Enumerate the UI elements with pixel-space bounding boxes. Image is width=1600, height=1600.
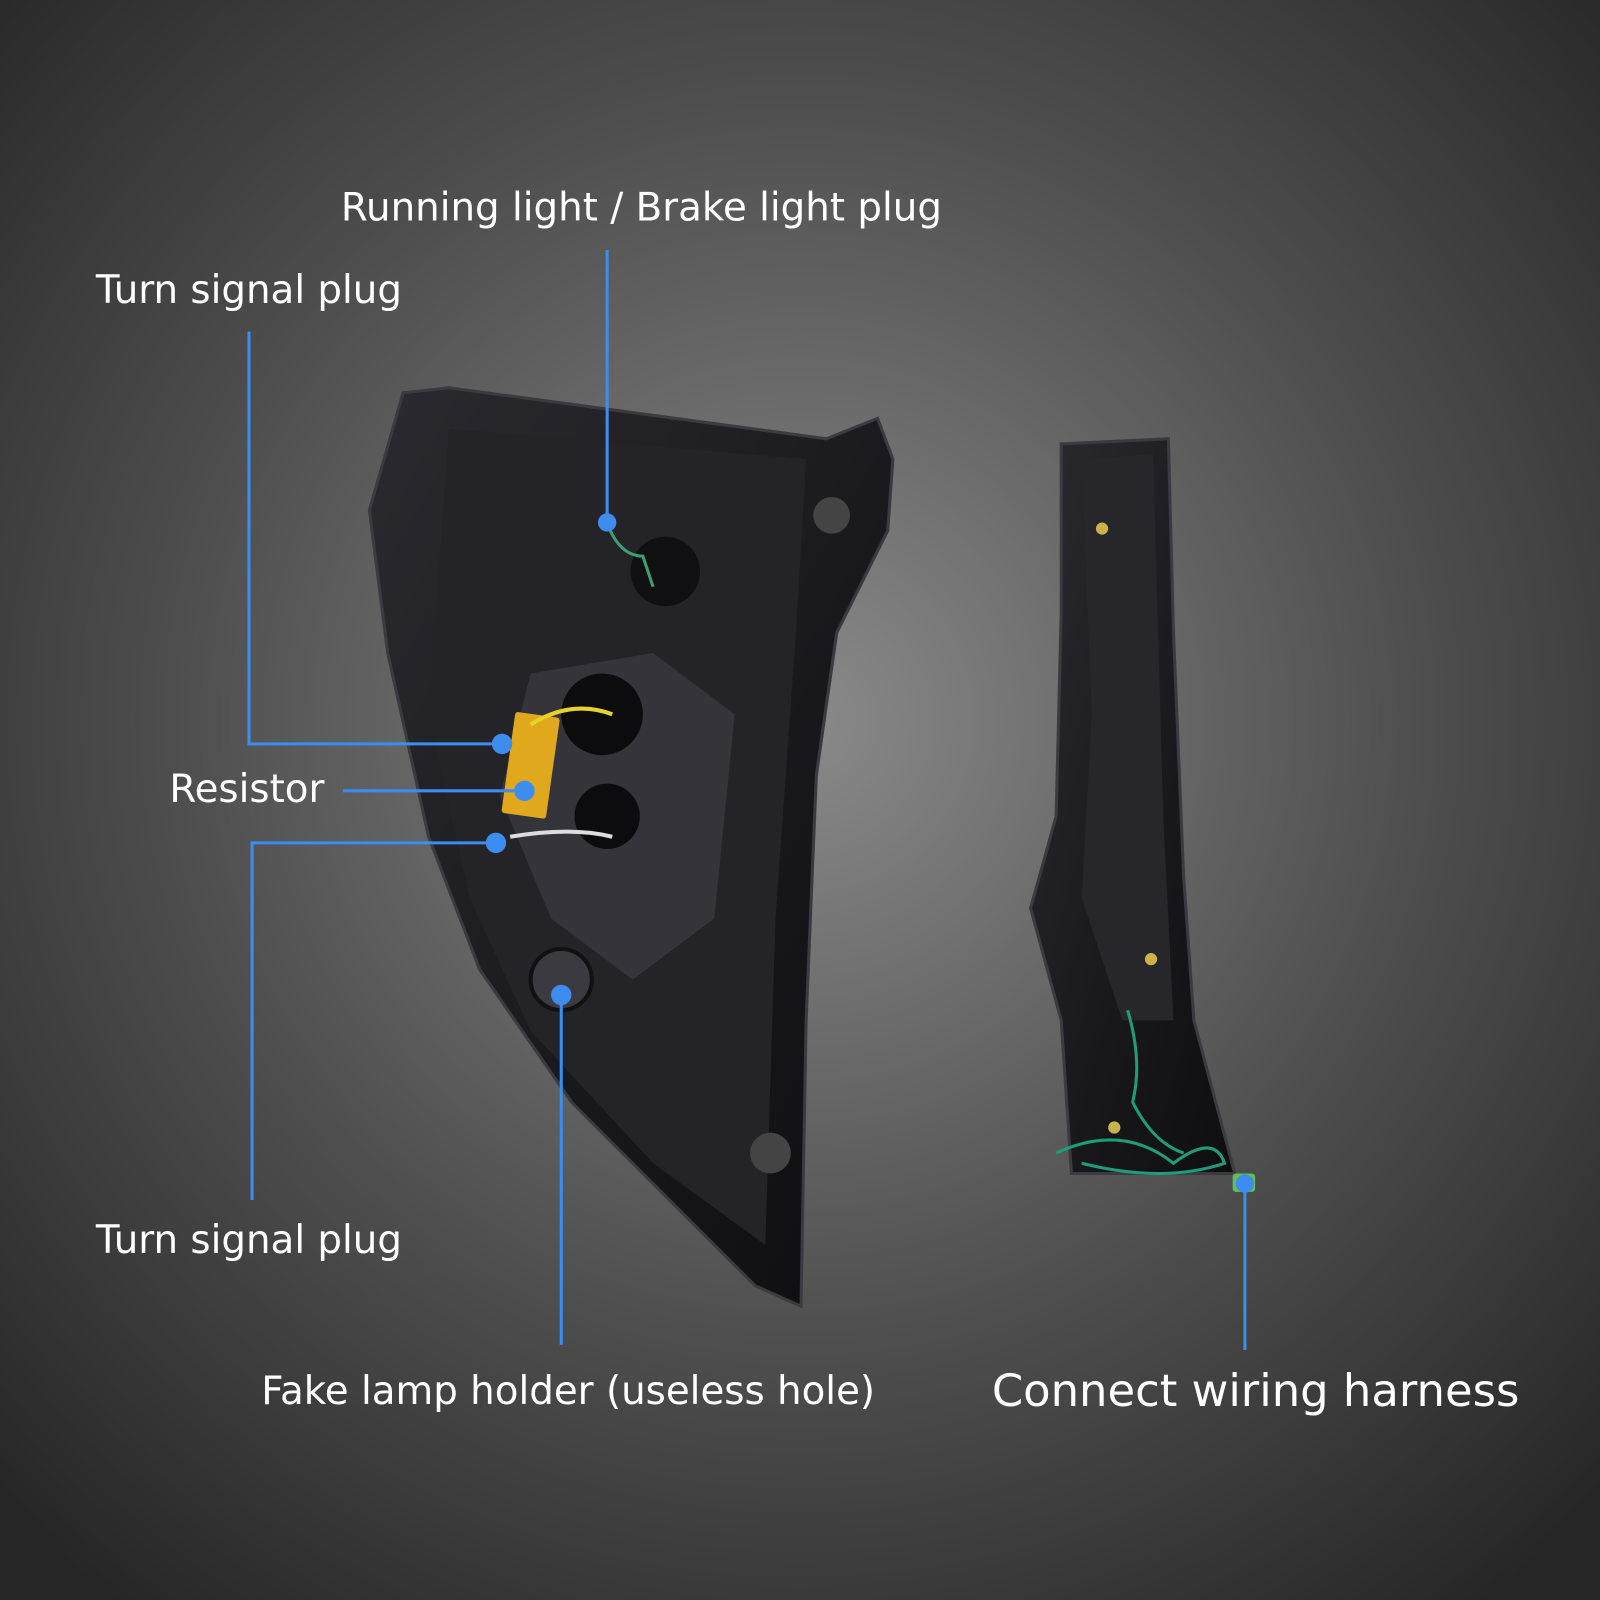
callout-dot-wiring: [1235, 1174, 1255, 1193]
callout-dot-running-brake: [597, 513, 617, 532]
callout-dot-turn-signal-top: [491, 733, 513, 755]
callout-dots: [485, 513, 1255, 1193]
callout-dot-fake-holder: [551, 984, 572, 1006]
label-turn-signal-plug-bottom: Turn signal plug: [95, 1218, 402, 1263]
label-resistor: Resistor: [169, 767, 324, 812]
callout-line-turn-signal-top: [247, 331, 503, 746]
tail-lamp-main: [367, 386, 895, 1309]
callout-lines: [247, 250, 1247, 1350]
callout-dot-resistor: [514, 780, 535, 802]
label-running-brake-plug: Running light / Brake light plug: [341, 185, 942, 230]
label-connect-wiring-harness: Connect wiring harness: [992, 1364, 1520, 1417]
label-turn-signal-plug-top: Turn signal plug: [95, 268, 402, 313]
tail-lamp-side: [1029, 437, 1256, 1192]
callout-line-turn-signal-bottom: [250, 841, 496, 1200]
callout-dot-turn-signal-bottom: [485, 832, 507, 854]
label-fake-lamp-holder: Fake lamp holder (useless hole): [261, 1369, 875, 1414]
